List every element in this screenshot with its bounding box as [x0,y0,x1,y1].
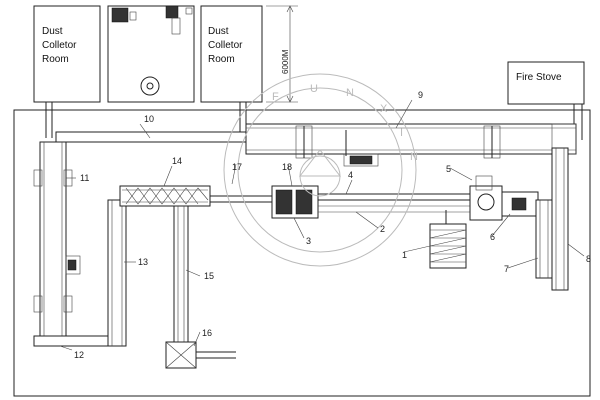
room-right-line1: Dust [208,26,229,37]
dust-collector-building [33,5,263,138]
leader-lines [59,99,585,351]
fire-stove-label: Fire Stove [516,72,562,83]
room-left-line1: Dust [42,26,63,37]
crusher-18 [271,185,470,219]
room-left-line3: Room [42,54,69,65]
callout-18: 18 [282,162,292,172]
room-left-line2: Colletor [42,40,77,51]
callout-15: 15 [204,271,214,281]
callout-6: 6 [490,232,495,242]
main-duct [55,123,577,167]
callout-4: 4 [348,170,353,180]
callout-17: 17 [232,162,242,172]
callout-16: 16 [202,328,212,338]
callout-3: 3 [306,236,311,246]
watermark-letter-3: N [346,87,354,99]
fire-stove-box [507,61,585,105]
watermark-letter-2: U [310,83,318,95]
watermark-letter-4: X [380,103,388,115]
callout-5: 5 [446,164,451,174]
watermark-seal [223,73,417,267]
callout-9: 9 [418,90,423,100]
height-dimension [266,5,298,103]
feeder-1 [429,210,467,269]
callout-8: 8 [586,254,591,264]
conveyor-15-hopper-16 [165,205,236,369]
fan-unit-5-6 [469,175,552,221]
callout-1: 1 [402,250,407,260]
room-right-line2: Colletor [208,40,243,51]
callout-12: 12 [74,350,84,360]
watermark-letter-1: F [272,91,279,103]
watermark-letter-6: N [410,151,418,163]
room-right-line3: Room [208,54,235,65]
callout-2: 2 [380,224,385,234]
callout-7: 7 [504,264,509,274]
plant-boundary [13,109,591,397]
callout-11: 11 [80,173,89,183]
left-column [33,141,123,347]
dimension-label: 6000M [281,49,290,74]
callout-14: 14 [172,156,182,166]
callout-13: 13 [138,257,148,267]
watermark-letter-5: I [400,127,403,139]
elevator-7-8 [535,147,569,291]
callout-10: 10 [144,114,154,124]
conveyor-13-14 [107,185,272,347]
